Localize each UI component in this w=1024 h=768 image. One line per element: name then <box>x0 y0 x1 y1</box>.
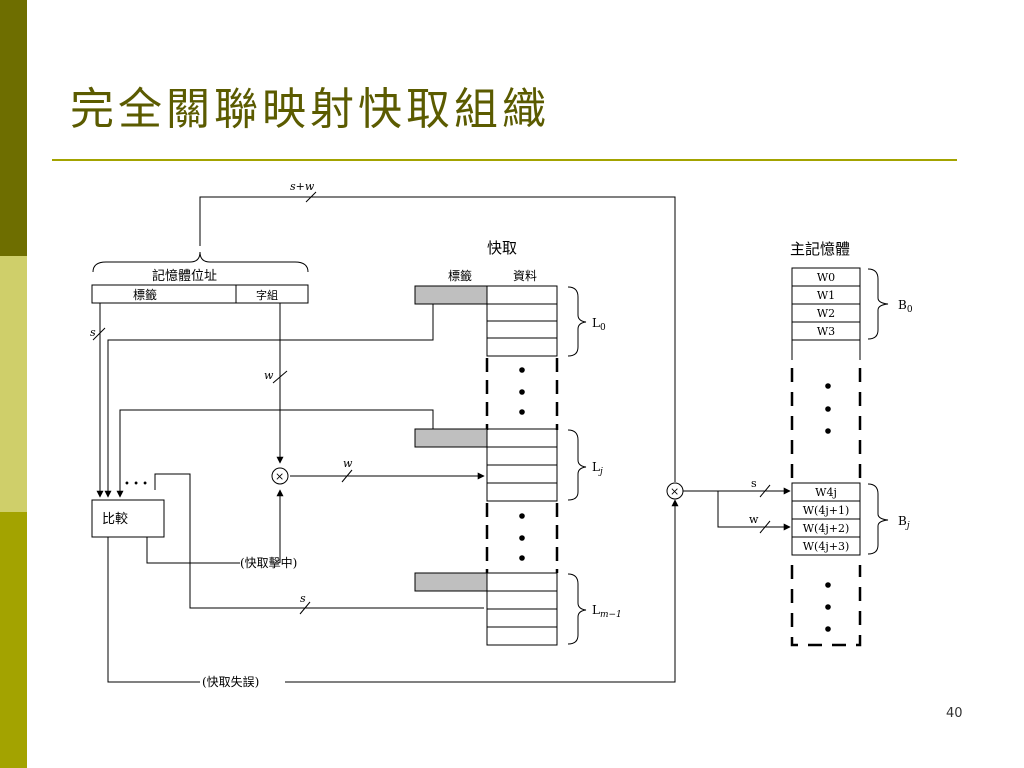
mem-word: W3 <box>817 325 835 338</box>
mem-s-label: s <box>751 477 757 490</box>
mem-word: W(4j+1) <box>803 504 850 517</box>
cache-tag-0 <box>414 285 488 305</box>
page-number: 40 <box>946 706 963 721</box>
brace-lj <box>567 429 587 501</box>
address-label: 記憶體位址 <box>152 268 217 284</box>
title-rule <box>52 159 957 161</box>
sw-bus-line <box>199 196 676 482</box>
address-tag-field: 標籤 <box>133 287 157 302</box>
mem-w-label: w <box>749 513 759 526</box>
cache-tag-j <box>414 428 488 448</box>
brace-lm <box>567 573 587 645</box>
comparator-label: 比較 <box>102 512 128 527</box>
address-register <box>91 284 309 304</box>
tagm-s-label: s <box>300 592 306 605</box>
line-l0-label: L0 <box>592 316 606 333</box>
mux-w-label: w <box>343 457 353 470</box>
mem-word: W0 <box>817 271 835 284</box>
tagj-wire <box>116 409 434 498</box>
mem-word: W(4j+3) <box>803 540 850 553</box>
cache-title: 快取 <box>487 239 517 257</box>
address-word-field: 字組 <box>256 288 278 302</box>
left-mux-circle <box>271 467 289 485</box>
tag0-wire <box>104 303 434 498</box>
mem-title: 主記憶體 <box>790 240 850 258</box>
comparator-box <box>91 499 165 538</box>
cache-col-data: 資料 <box>513 269 537 283</box>
mem-word: W1 <box>817 289 835 302</box>
mux-out-w <box>717 491 791 531</box>
hit-wire <box>146 537 240 564</box>
mem-word: W4j <box>815 486 837 499</box>
tag-s-label: s <box>90 326 96 339</box>
mem-word: W2 <box>817 307 835 320</box>
block-b0-label: B0 <box>898 298 913 315</box>
miss-label: (快取失誤) <box>202 674 259 689</box>
mux-left-symbol: × <box>275 470 284 483</box>
address-brace <box>92 251 309 273</box>
brace-b0 <box>867 268 889 340</box>
brace-bj <box>867 483 889 555</box>
tagm-wire <box>154 473 484 609</box>
sw-slash <box>305 191 317 203</box>
mem-word: W(4j+2) <box>803 522 850 535</box>
side-bar-mid <box>0 512 27 768</box>
brace-l0 <box>567 286 587 357</box>
side-bar-light <box>0 256 27 512</box>
comparator-dots: • • • <box>124 479 148 490</box>
word-w-label: w <box>264 369 274 382</box>
miss-wire-right <box>285 499 679 683</box>
line-lj-label: Lj <box>592 460 603 477</box>
mux-right-symbol: × <box>670 485 679 498</box>
miss-wire-left <box>107 537 200 683</box>
hit-label: (快取擊中) <box>240 555 297 570</box>
line-lm-label: Lm−1 <box>592 603 622 620</box>
side-bar-dark <box>0 0 27 256</box>
sw-label: s+w <box>290 180 315 193</box>
cache-col-tag: 標籤 <box>448 268 472 283</box>
block-bj-label: Bj <box>898 514 910 531</box>
cache-tag-m <box>414 572 488 592</box>
slide-title: 完全關聯映射快取組織 <box>70 84 550 135</box>
